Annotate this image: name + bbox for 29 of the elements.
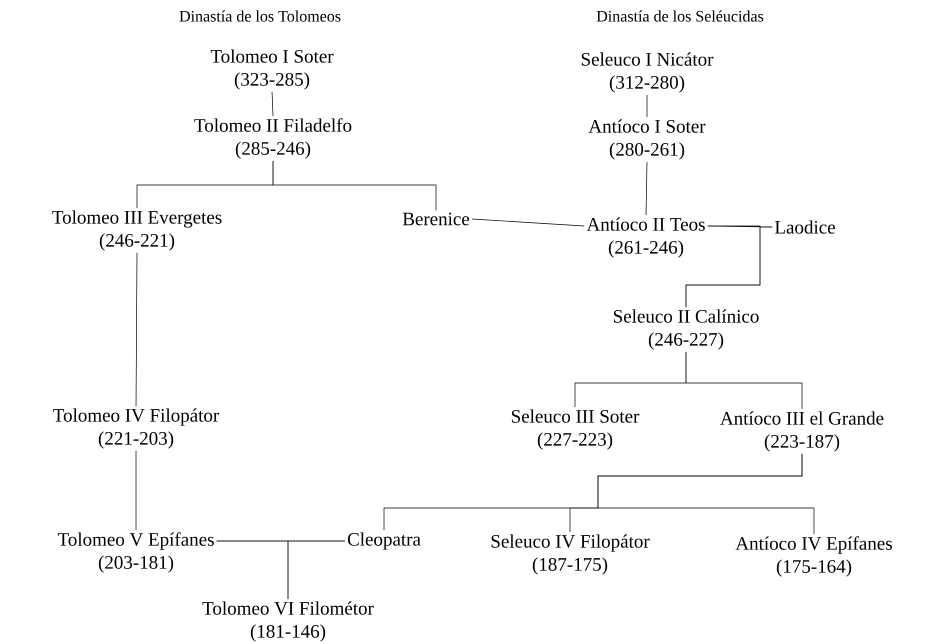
dynasty-heading: Dinastía de los Seléucidas: [596, 10, 764, 22]
person-name: Tolomeo IV Filopátor (221-203): [53, 408, 220, 449]
person-name: Antíoco IV Epífanes (175-164): [736, 536, 892, 577]
connector-line: [686, 351, 802, 410]
person-name: Antíoco II Teos (261-246): [586, 217, 705, 258]
person-name: Cleopatra: [348, 532, 421, 550]
person-name: Antíoco III el Grande (223-187): [720, 411, 884, 452]
person-name: Seleuco I Nicátor (312-280): [582, 52, 714, 93]
connector-line: [136, 252, 138, 407]
person-name: Tolomeo V Epífanes (203-181): [58, 532, 214, 573]
connector-line: [272, 160, 436, 211]
person-name: Seleuco IV Filopátor (187-175): [492, 534, 650, 575]
person-name: Tolomeo III Evergetes (246-221): [52, 210, 222, 251]
person-name: Tolomeo VI Filométor (181-146): [202, 601, 374, 642]
connector-line: [646, 161, 648, 216]
connector-line: [472, 218, 585, 226]
connector-line: [646, 94, 648, 118]
person-name: Antíoco I Soter (280-261): [588, 119, 706, 160]
connector-line: [272, 91, 274, 116]
person-name: Tolomeo II Filadelfo (285-246): [194, 118, 352, 159]
dynasty-heading: Dinastía de los Tolomeos: [179, 10, 340, 22]
connector-line: [288, 540, 346, 600]
connector-line: [686, 226, 773, 308]
connector-line: [598, 453, 814, 534]
person-name: Berenice: [402, 212, 470, 226]
person-name: Laodice: [774, 220, 835, 234]
person-name: Tolomeo I Soter (323-285): [210, 49, 334, 90]
person-name: Seleuco III Soter (227-223): [512, 409, 640, 450]
person-name: Seleuco II Calínico (246-227): [614, 309, 759, 350]
